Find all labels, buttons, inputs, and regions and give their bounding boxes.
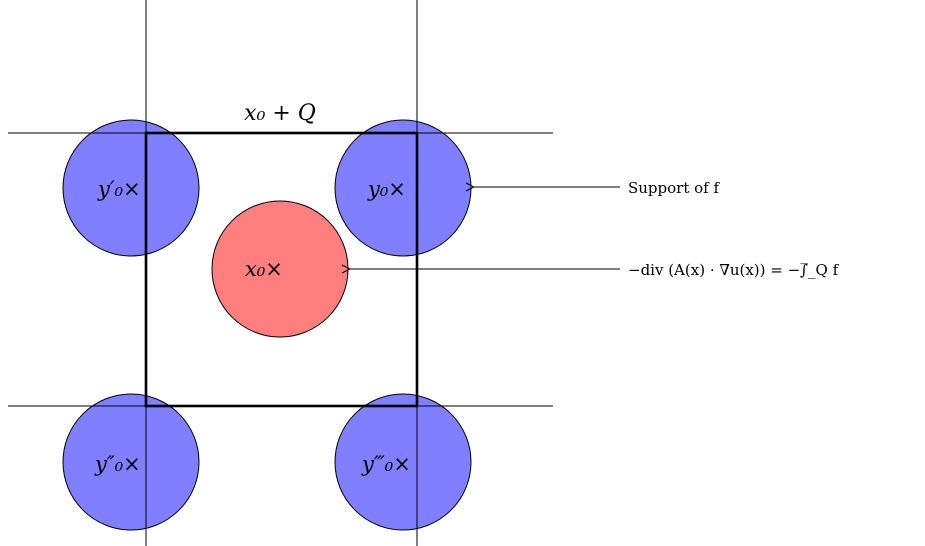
square-label: x₀ + Q	[244, 101, 316, 126]
equation-annotation: −div (A(x) · ∇u(x)) = −∫̅_Q f	[628, 261, 840, 279]
point-label-x0: x₀×	[245, 257, 283, 281]
support-disk-y0-double-prime	[62, 393, 200, 531]
support-annotation: Support of f	[628, 179, 720, 197]
point-label-y0-prime: y′₀×	[97, 177, 141, 201]
point-label-y0-triple-prime: y‴₀×	[361, 452, 411, 476]
point-label-y0: y₀×	[367, 177, 406, 201]
support-disk-y0-triple-prime	[334, 393, 472, 531]
point-label-y0-double-prime: y″₀×	[94, 452, 141, 476]
support-disk-y0-prime	[62, 119, 200, 257]
